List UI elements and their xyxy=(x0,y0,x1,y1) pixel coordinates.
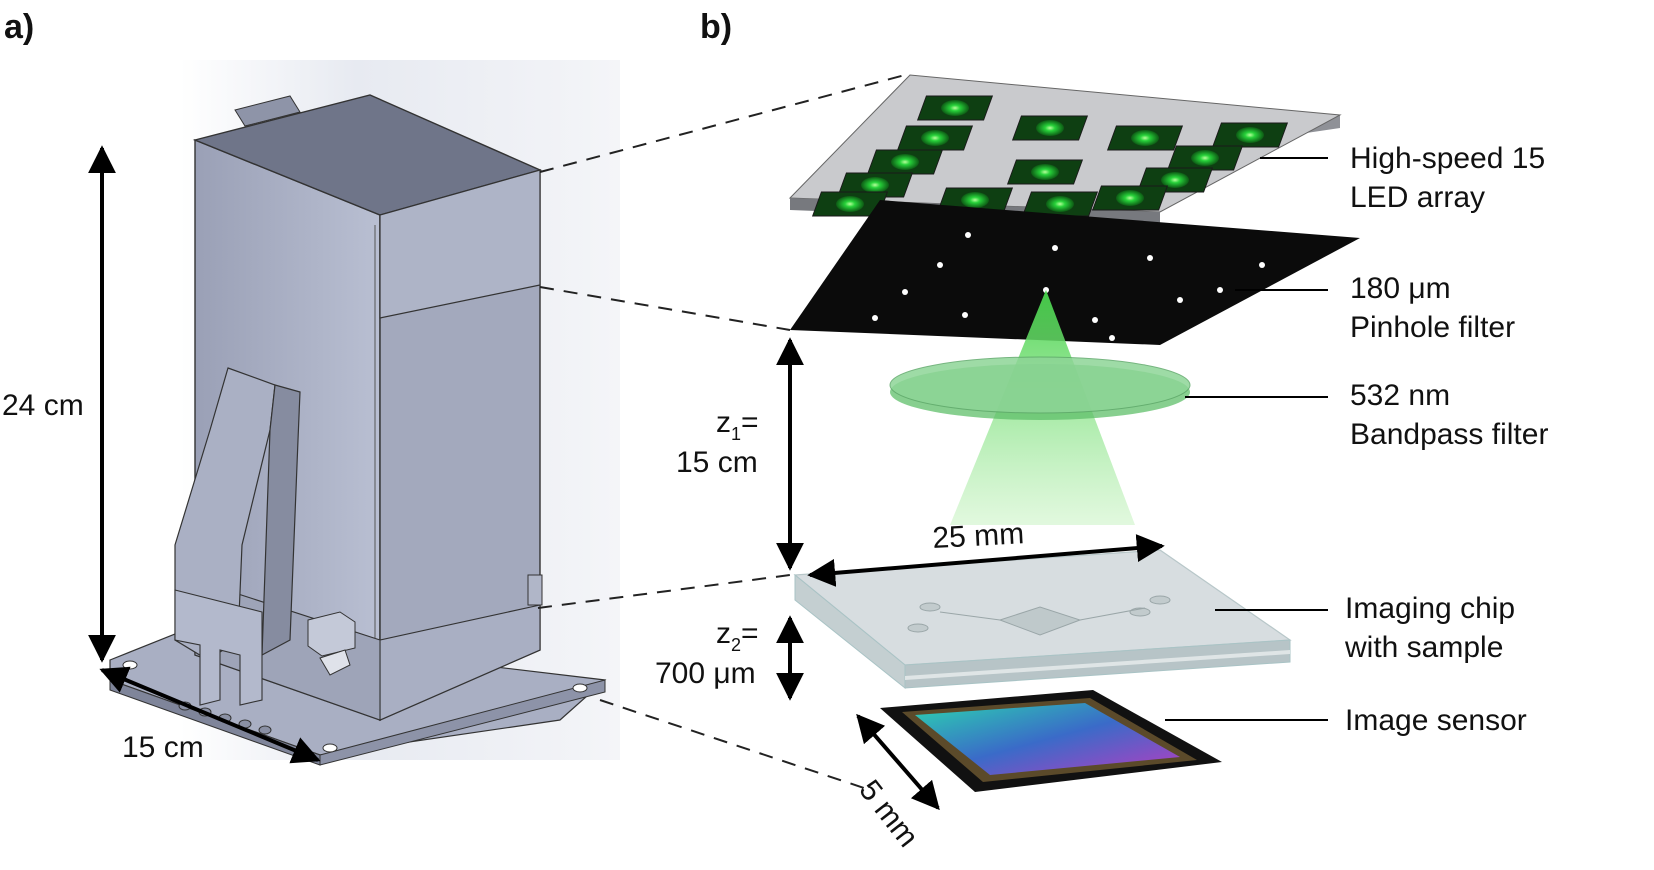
panel-b-label: b) xyxy=(700,8,732,46)
led xyxy=(866,149,944,175)
chip-width-arrow xyxy=(807,534,1165,587)
bandpass-caption-1: 532 nm xyxy=(1350,379,1450,412)
led xyxy=(836,172,914,198)
sensor-caption: Image sensor xyxy=(1345,704,1527,737)
z2-value: 700 μm xyxy=(655,657,756,690)
bandpass-caption-2: Bandpass filter xyxy=(1350,418,1548,451)
pinhole xyxy=(1052,245,1058,251)
led xyxy=(1211,122,1289,148)
pinhole-grid xyxy=(872,232,1265,341)
pinhole xyxy=(965,232,971,238)
led xyxy=(916,95,994,121)
led xyxy=(811,191,889,217)
z1-value: 15 cm xyxy=(676,446,758,479)
pinhole xyxy=(902,289,908,295)
pinhole-caption-1: 180 μm xyxy=(1350,272,1451,305)
z2-label: z2= xyxy=(716,617,759,655)
pinhole-filter xyxy=(790,200,1360,345)
pinhole xyxy=(872,315,878,321)
width-label: 15 cm xyxy=(122,731,204,764)
led xyxy=(1091,185,1169,211)
image-sensor xyxy=(880,690,1222,792)
width-arrow xyxy=(99,666,321,764)
device-render xyxy=(109,60,620,766)
led xyxy=(1021,191,1099,217)
pinhole-caption-2: Pinhole filter xyxy=(1350,311,1515,344)
sensor-size-arrow xyxy=(856,713,940,811)
chip-caption-2: with sample xyxy=(1344,631,1503,664)
pinhole xyxy=(1092,317,1098,323)
pinhole xyxy=(1109,335,1115,341)
sensor-size-label: 5 mm xyxy=(852,774,924,853)
led xyxy=(1006,159,1084,185)
led xyxy=(1106,125,1184,151)
pinhole xyxy=(1259,262,1265,268)
led-array-caption-1: High-speed 15 xyxy=(1350,142,1545,175)
led xyxy=(1166,145,1244,171)
chip-caption-1: Imaging chip xyxy=(1345,592,1515,625)
pinhole xyxy=(1177,297,1183,303)
pinhole xyxy=(1217,287,1223,293)
panel-a-label: a) xyxy=(4,8,34,46)
led xyxy=(1011,115,1089,141)
led-array-caption-2: LED array xyxy=(1350,181,1485,214)
pinhole xyxy=(937,262,943,268)
z1-label: z1= xyxy=(716,406,759,444)
bandpass-filter xyxy=(889,356,1191,420)
height-label: 24 cm xyxy=(2,389,84,422)
projection-lines xyxy=(537,74,906,791)
led xyxy=(896,125,974,151)
pinhole xyxy=(962,312,968,318)
chip-width-label: 25 mm xyxy=(932,517,1025,555)
leader-lines xyxy=(1165,157,1328,721)
pinhole xyxy=(1147,255,1153,261)
